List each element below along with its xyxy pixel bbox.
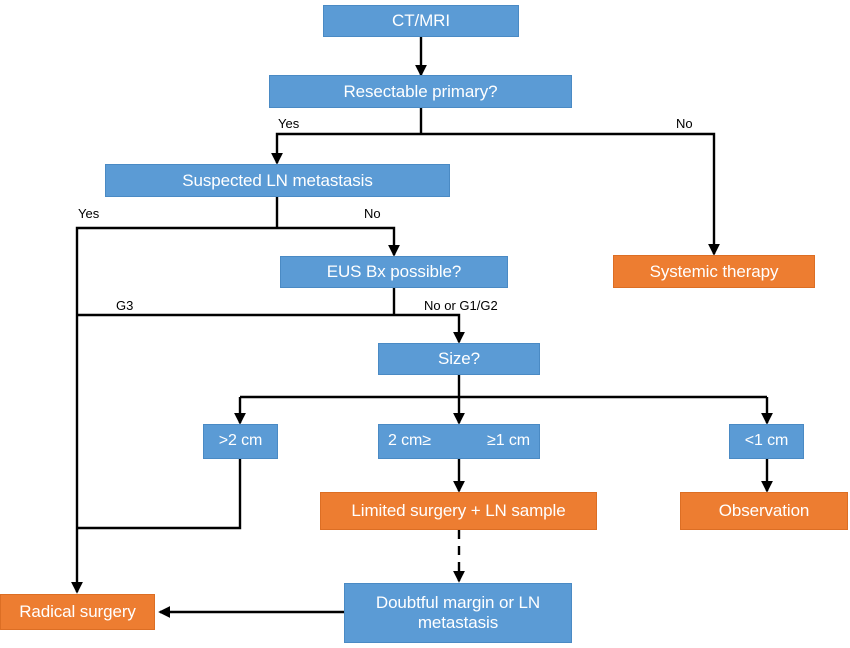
node-ct-mri-label: CT/MRI [392,11,450,31]
node-suspected-ln-metastasis-label: Suspected LN metastasis [182,170,373,190]
node-eus-bx-possible[interactable]: EUS Bx possible? [280,256,508,288]
edge-resectable-yes [271,132,421,165]
node-systemic-therapy[interactable]: Systemic therapy [613,255,815,288]
node-radical-surgery[interactable]: Radical surgery [0,594,155,630]
node-ct-mri[interactable]: CT/MRI [323,5,519,37]
edge-ln-no [277,226,400,257]
node-size-lt-1cm-label: <1 cm [744,432,789,450]
node-limited-surgery-ln-sample-label: Limited surgery + LN sample [351,501,566,521]
node-observation-label: Observation [718,501,810,521]
node-size-1-to-2cm[interactable]: 2 cm≥ ≥1 cm [378,424,540,459]
node-size-gt-2cm[interactable]: >2 cm [203,424,278,459]
node-suspected-ln-metastasis[interactable]: Suspected LN metastasis [105,164,450,197]
node-observation[interactable]: Observation [680,492,848,530]
node-systemic-therapy-label: Systemic therapy [649,261,779,281]
node-size[interactable]: Size? [378,343,540,375]
edge-gt2cm-to-left-rail [77,459,242,530]
node-size-1-to-2cm-upper-label: ≥1 cm [487,432,530,450]
node-radical-surgery-label: Radical surgery [19,602,136,622]
edge-label-eus-g3: G3 [116,298,134,313]
node-doubtful-margin-or-ln-metastasis[interactable]: Doubtful margin or LN metastasis [344,583,572,643]
edge-eus-no-g1g2 [394,313,465,344]
node-resectable-primary-label: Resectable primary? [343,81,498,101]
node-doubtful-margin-or-ln-metastasis-label: Doubtful margin or LN metastasis [375,593,541,632]
node-eus-bx-possible-label: EUS Bx possible? [326,262,462,282]
node-resectable-primary[interactable]: Resectable primary? [269,75,572,108]
edge-label-resectable-yes: Yes [278,116,300,131]
edge-ln-yes [71,226,277,594]
edge-label-ln-no: No [364,206,381,221]
node-size-label: Size? [437,349,481,369]
node-limited-surgery-ln-sample[interactable]: Limited surgery + LN sample [320,492,597,530]
edge-label-ln-yes: Yes [78,206,100,221]
edge-resectable-no [421,132,720,256]
edge-label-eus-no-or-g1g2: No or G1/G2 [424,298,498,313]
node-size-lt-1cm[interactable]: <1 cm [729,424,804,459]
edge-label-resectable-no: No [676,116,693,131]
node-size-gt-2cm-label: >2 cm [218,432,263,450]
node-size-1-to-2cm-lower-label: 2 cm≥ [388,432,431,450]
